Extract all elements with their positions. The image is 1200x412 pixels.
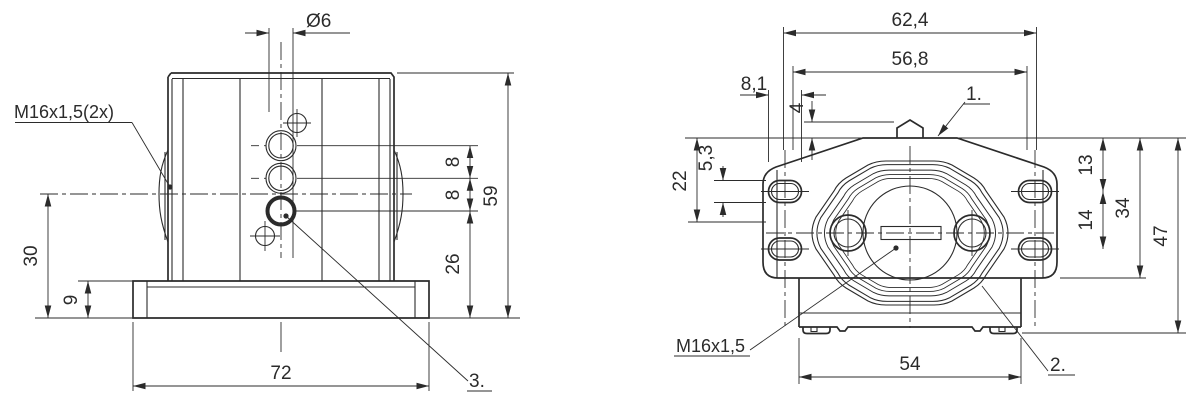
side-leaders xyxy=(674,101,1075,376)
label-thread-side: M16x1,5 xyxy=(676,336,745,356)
front-dimension-lines xyxy=(44,28,514,391)
label-callout-1: 1. xyxy=(966,84,982,105)
side-centerlines xyxy=(766,146,1054,328)
dim-width-72: 72 xyxy=(270,363,291,384)
dim-tab-height-4: 4 xyxy=(787,102,808,113)
dim-height-26: 26 xyxy=(443,253,464,274)
front-leaders xyxy=(15,122,492,392)
side-dimension-lines xyxy=(685,27,1186,384)
dim-spacing-8-upper: 8 xyxy=(443,157,464,168)
label-callout-3: 3. xyxy=(469,371,485,392)
side-right-foot xyxy=(989,327,1018,335)
front-centerlines xyxy=(40,42,412,352)
front-view: Ø6 8 8 26 59 30 9 72 M16x1,5(2x) 3. xyxy=(14,11,520,392)
dim-width-54: 54 xyxy=(899,354,921,375)
dim-width-62-4: 62,4 xyxy=(892,10,929,31)
side-top-tab xyxy=(896,119,924,138)
dim-offset-14: 14 xyxy=(1076,209,1097,231)
label-thread-front: M16x1,5(2x) xyxy=(14,102,114,122)
side-left-foot xyxy=(802,327,831,335)
dim-slot-height-5-3: 5,3 xyxy=(696,145,717,171)
front-right-port-boss xyxy=(393,149,404,243)
dim-height-47: 47 xyxy=(1151,225,1172,246)
side-view: 62,4 56,8 8,1 4 22 5,3 13 14 34 47 54 M1… xyxy=(670,10,1186,384)
dim-height-9: 9 xyxy=(61,295,82,306)
dim-height-30: 30 xyxy=(21,245,42,266)
dim-diameter-6: Ø6 xyxy=(306,11,331,32)
dim-height-59: 59 xyxy=(481,185,502,206)
dim-width-56-8: 56,8 xyxy=(892,49,929,70)
dim-slot-width-8-1: 8,1 xyxy=(741,74,767,95)
dim-height-34: 34 xyxy=(1113,197,1134,219)
front-left-port-boss xyxy=(158,149,169,243)
dim-spacing-8-lower: 8 xyxy=(443,190,464,201)
dim-height-22: 22 xyxy=(670,170,691,191)
label-callout-2: 2. xyxy=(1050,355,1066,376)
side-mounting-slots xyxy=(761,150,1059,328)
dim-offset-13: 13 xyxy=(1076,154,1097,175)
